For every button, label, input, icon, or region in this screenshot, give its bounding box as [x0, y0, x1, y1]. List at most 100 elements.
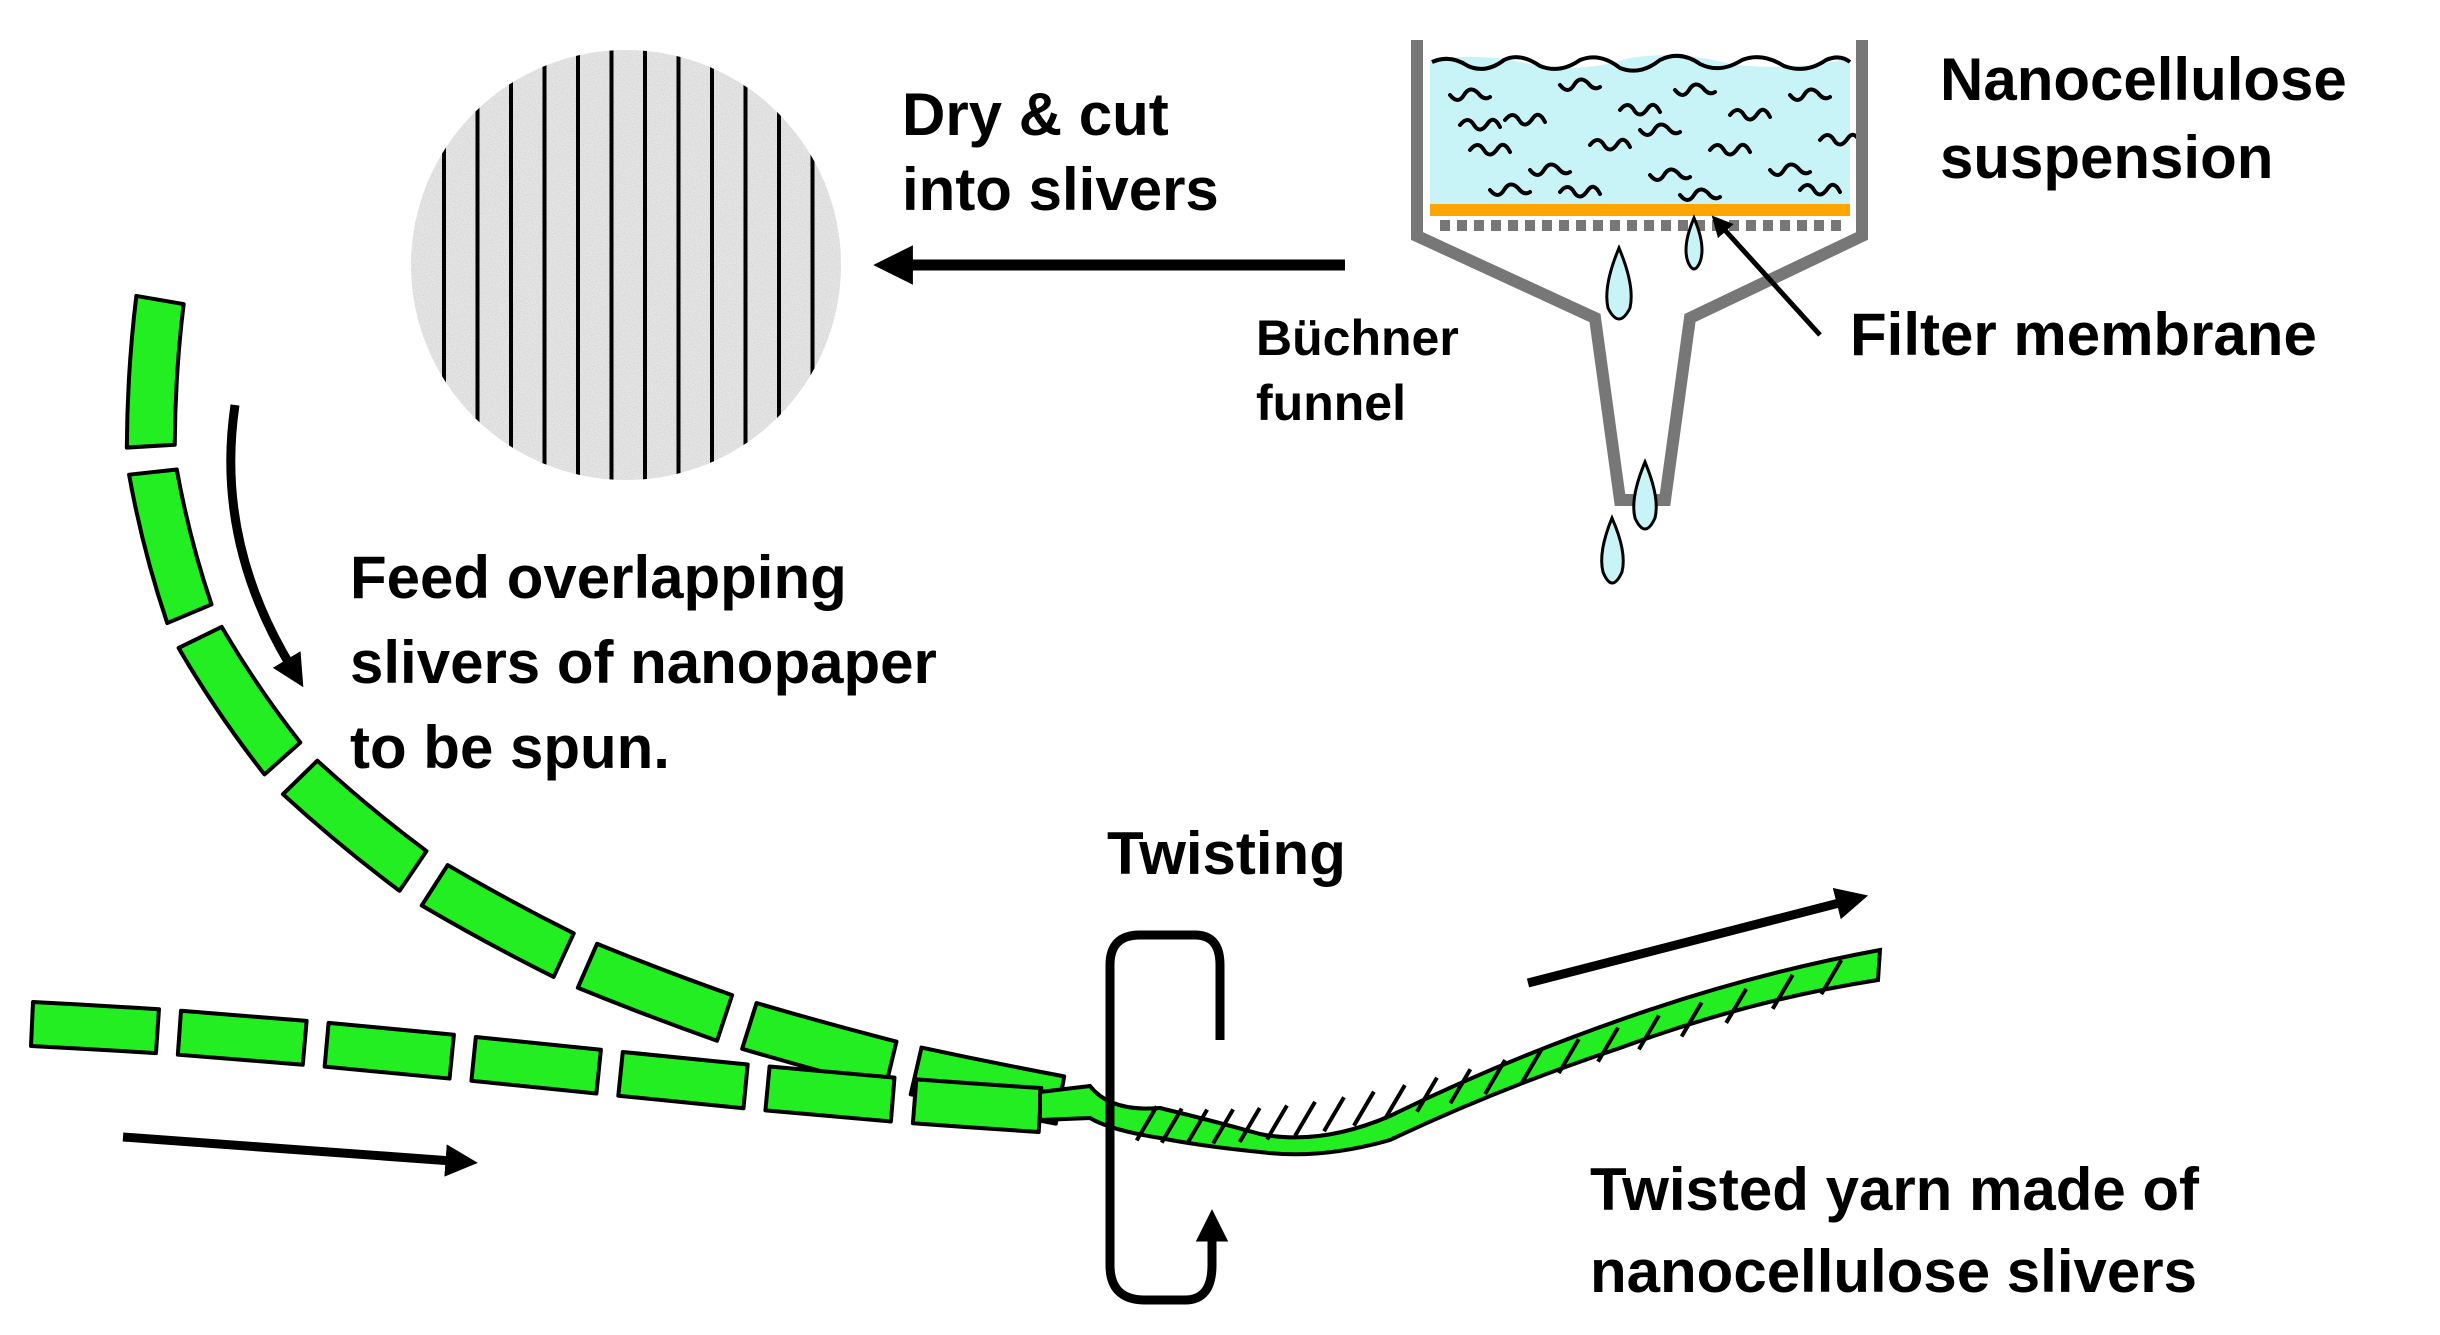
label-feed-line3: to be spun.	[350, 714, 670, 781]
fiber	[1798, 182, 1842, 197]
nanocellulose-fibers	[1448, 77, 1862, 202]
sliver-lower	[322, 1020, 456, 1081]
cut-lines	[442, 50, 815, 480]
label-dry-cut-line1: Dry & cut	[902, 81, 1169, 148]
twist-mark	[1724, 987, 1748, 1024]
label-buchner-line2: funnel	[1256, 375, 1406, 431]
fiber	[1818, 132, 1862, 147]
sliver-upper	[124, 293, 186, 450]
twist-mark	[1383, 1084, 1407, 1121]
plate-hole	[1627, 220, 1637, 231]
label-feed-line2: slivers of nanopaper	[350, 629, 937, 696]
plate-hole	[1729, 220, 1739, 231]
fiber	[1728, 107, 1772, 122]
twisting-rotation-arrow	[1105, 930, 1229, 1305]
plate-hole	[1440, 220, 1450, 231]
twist-mark	[1448, 1068, 1473, 1105]
label-suspension-line2: suspension	[1940, 124, 2273, 191]
twist-mark	[1265, 1104, 1289, 1141]
yarn-twist-marks	[1134, 959, 1844, 1145]
sliver-upper	[419, 863, 576, 979]
plate-hole	[1508, 220, 1518, 231]
water-drop	[1684, 214, 1704, 271]
plate-hole	[1644, 220, 1654, 231]
plate-hole	[1661, 220, 1671, 231]
fiber	[1618, 102, 1662, 117]
fiber	[1638, 122, 1682, 137]
twist-mark	[1322, 1096, 1346, 1133]
plate-hole	[1542, 220, 1552, 231]
nanopaper-disc	[411, 50, 841, 480]
twist-mark	[1519, 1048, 1543, 1085]
twist-mark	[1185, 1108, 1209, 1145]
filter-membrane	[1430, 204, 1850, 216]
fiber	[1503, 112, 1547, 127]
plate-hole	[1525, 220, 1535, 231]
sliver-upper	[280, 758, 429, 893]
plate-hole	[1814, 220, 1824, 231]
fiber	[1708, 142, 1752, 157]
fiber	[1468, 142, 1512, 157]
twist-mark	[1134, 1105, 1159, 1142]
fiber	[1648, 167, 1692, 182]
plate-hole	[1746, 220, 1756, 231]
fiber	[1588, 137, 1632, 152]
fiber	[1673, 82, 1717, 97]
twist-mark	[1770, 973, 1795, 1010]
twist-mark	[1557, 1038, 1581, 1075]
plate-hole	[1576, 220, 1586, 231]
yarn-output-arrow	[1526, 887, 1869, 988]
plate-hole	[1695, 220, 1705, 231]
label-yarn-line1: Twisted yarn made of	[1590, 1156, 2200, 1223]
sliver-upper	[575, 941, 735, 1043]
plate-hole	[1593, 220, 1603, 231]
plate-hole	[1780, 220, 1790, 231]
twist-mark	[1352, 1090, 1376, 1127]
fiber	[1558, 184, 1602, 199]
label-feed-line1: Feed overlapping	[350, 544, 847, 611]
sliver-upper	[740, 1001, 899, 1091]
water-drops	[1600, 214, 1704, 585]
plate-hole	[1457, 220, 1467, 231]
fiber	[1488, 182, 1532, 197]
funnel-perforated-plate	[1440, 220, 1841, 231]
twist-mark	[1415, 1076, 1439, 1113]
fiber	[1788, 87, 1832, 102]
twist-mark	[1483, 1059, 1507, 1096]
fiber	[1528, 162, 1572, 177]
yarn-body	[1038, 947, 1883, 1157]
fiber	[1768, 162, 1812, 177]
fiber	[1458, 117, 1502, 132]
sliver-lower	[763, 1064, 897, 1124]
sliver-lower	[910, 1077, 1044, 1134]
plate-hole	[1797, 220, 1807, 231]
feed-direction-arrow	[226, 404, 304, 688]
label-filter-membrane: Filter membrane	[1850, 301, 2317, 368]
sliver-lower	[28, 1000, 161, 1056]
twist-mark	[1637, 1014, 1661, 1051]
fiber	[1448, 87, 1492, 102]
twist-mark	[1293, 1100, 1317, 1137]
sliver-feed	[28, 293, 1067, 1134]
twist-mark	[1819, 959, 1844, 996]
twist-mark	[1211, 1108, 1235, 1145]
fiber	[1558, 77, 1602, 92]
water-drop	[1632, 458, 1658, 531]
label-yarn-line2: nanocellulose slivers	[1590, 1238, 2197, 1305]
lower-feed-arrow	[122, 1132, 478, 1177]
membrane-pointer-arrow	[1711, 215, 1822, 337]
fiber	[1678, 187, 1722, 202]
plate-hole	[1712, 220, 1722, 231]
plate-hole	[1831, 220, 1841, 231]
sliver-lower	[616, 1049, 750, 1111]
twist-mark	[1596, 1026, 1620, 1063]
plate-hole	[1610, 220, 1620, 231]
label-buchner-line1: Büchner	[1256, 310, 1459, 366]
liquid-surface	[1431, 53, 1852, 73]
sliver-upper	[176, 624, 303, 777]
twisted-yarn	[1038, 947, 1883, 1157]
plate-hole	[1474, 220, 1484, 231]
sliver-lower	[469, 1034, 603, 1096]
